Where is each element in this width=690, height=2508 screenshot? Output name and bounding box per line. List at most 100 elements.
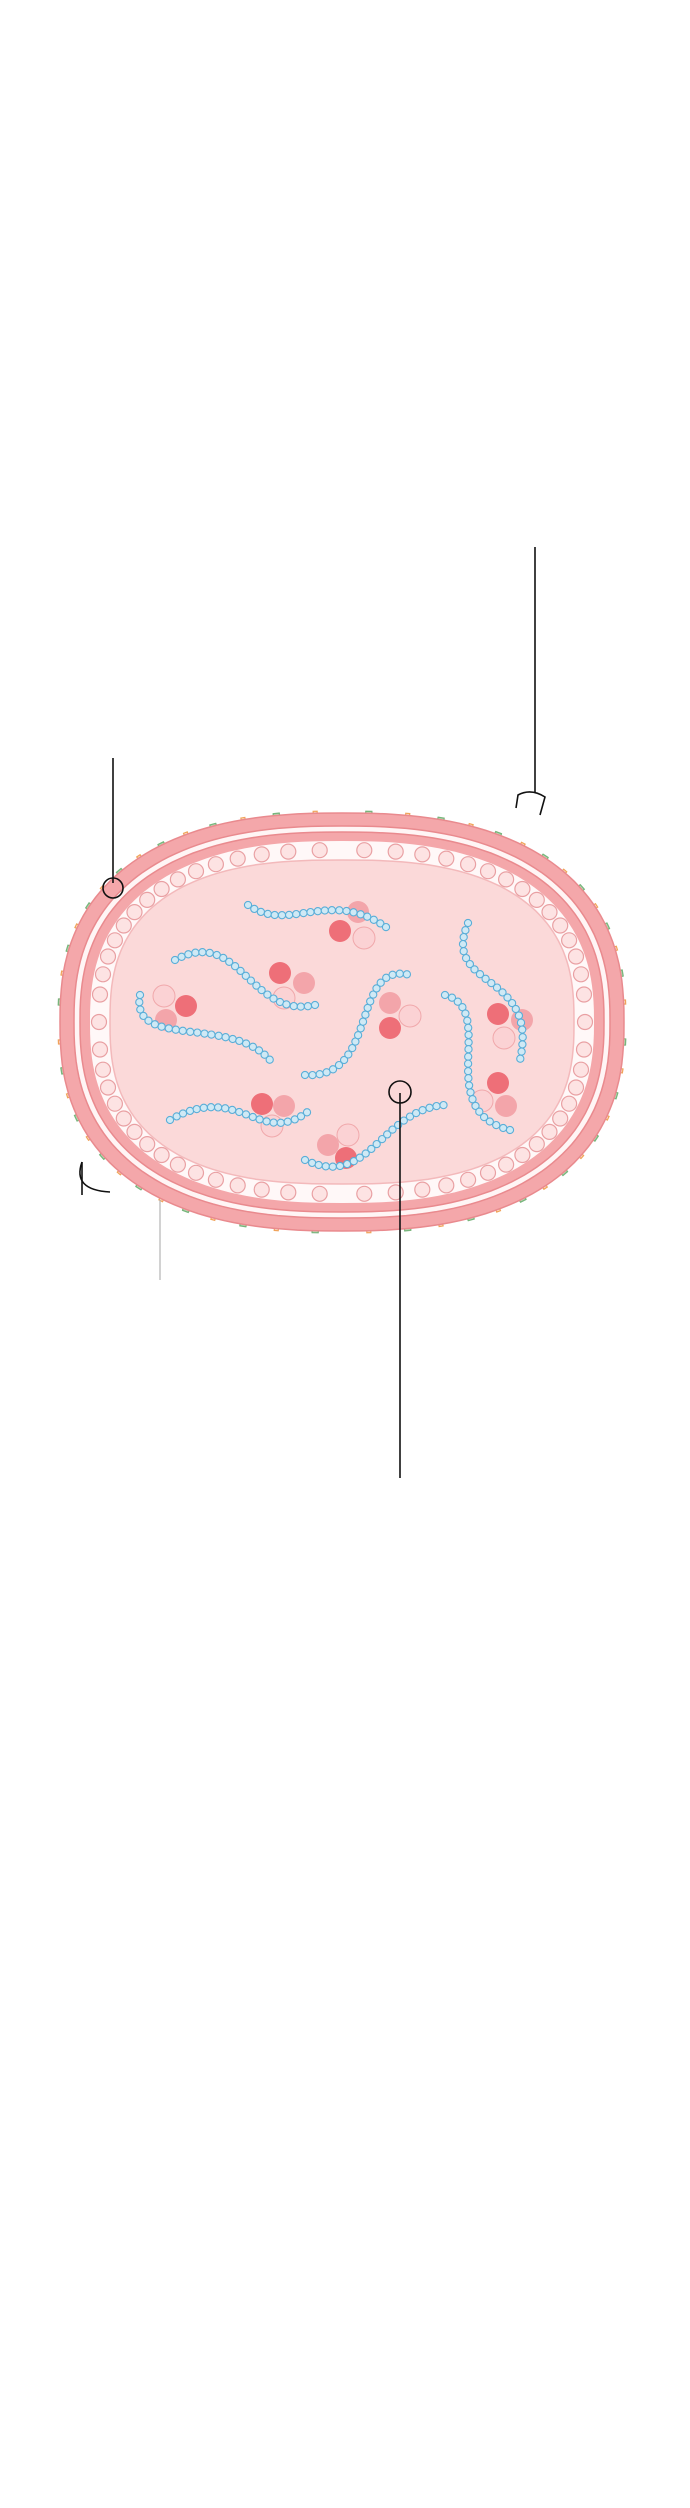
matrix-bead xyxy=(576,1013,594,1031)
rna-bead xyxy=(439,1100,448,1110)
matrix-bead xyxy=(126,1123,143,1141)
rna-bead xyxy=(170,955,180,965)
matrix-bead xyxy=(311,1185,328,1202)
interior-core xyxy=(109,859,575,1185)
rna-bead xyxy=(334,1060,344,1070)
rna-bead xyxy=(171,1025,180,1034)
matrix-bead xyxy=(169,871,186,888)
rna-bead xyxy=(479,1112,489,1122)
leader-hook-na xyxy=(515,791,546,816)
polymerase-subunit xyxy=(398,1004,422,1028)
matrix-bead xyxy=(567,948,585,965)
polymerase-subunit xyxy=(273,1095,295,1117)
rna-bead xyxy=(487,978,496,988)
rna-bead xyxy=(464,1038,473,1047)
rna-bead xyxy=(221,1104,230,1113)
polymerase-subunit xyxy=(293,972,315,994)
rna-bead xyxy=(381,922,391,932)
rna-bead xyxy=(192,1104,201,1114)
rna-bead xyxy=(463,1067,473,1076)
rna-bead xyxy=(507,998,517,1008)
matrix-bead xyxy=(541,1123,558,1141)
matrix-bead xyxy=(187,1164,205,1181)
rna-bead xyxy=(327,906,337,915)
rna-bead xyxy=(463,918,473,928)
rna-bead xyxy=(207,1030,216,1039)
rna-bead xyxy=(263,990,272,999)
rna-bead xyxy=(250,904,259,914)
matrix-bead xyxy=(560,932,578,949)
polymerase-subunit xyxy=(352,926,376,950)
rna-bead xyxy=(252,981,261,990)
polymerase-subunit xyxy=(317,1134,339,1156)
rna-bead xyxy=(289,1001,298,1011)
rna-bead xyxy=(395,969,404,978)
rna-bead xyxy=(475,970,485,979)
polymerase-subunit xyxy=(269,962,291,984)
matrix-bead xyxy=(253,1181,270,1198)
rna-bead xyxy=(184,950,193,959)
rna-bead xyxy=(464,1045,473,1054)
rna-bead xyxy=(518,1040,527,1049)
rna-bead xyxy=(157,1022,166,1031)
leader-ring-rnp xyxy=(388,1080,412,1104)
rna-bead xyxy=(191,948,200,957)
matrix-bead xyxy=(90,1013,108,1031)
matrix-bead xyxy=(356,842,373,859)
matrix-bead xyxy=(572,966,590,983)
rna-bead xyxy=(206,1103,216,1112)
matrix-bead xyxy=(552,917,569,934)
rna-bead xyxy=(269,994,278,1003)
rna-bead xyxy=(369,915,378,924)
rna-bead xyxy=(241,971,250,980)
rna-bead xyxy=(402,970,412,979)
matrix-bead xyxy=(387,843,404,860)
matrix-bead xyxy=(115,917,132,934)
matrix-bead xyxy=(528,891,545,909)
matrix-protein-beads xyxy=(90,842,594,1202)
rna-bead xyxy=(447,993,457,1002)
rna-bead xyxy=(518,1033,527,1042)
rna-bead xyxy=(292,909,301,919)
rna-bead xyxy=(308,1070,317,1080)
rna-bead xyxy=(348,1043,357,1053)
rna-bead xyxy=(144,1016,153,1025)
matrix-bead xyxy=(528,1135,545,1153)
matrix-bead xyxy=(153,880,170,898)
matrix-bead xyxy=(498,1156,515,1173)
rna-bead xyxy=(466,1088,475,1097)
rnp-coil xyxy=(170,948,320,1011)
matrix-bead xyxy=(356,1185,373,1202)
polymerase-complex xyxy=(379,992,422,1039)
rna-bead xyxy=(366,997,375,1006)
matrix-bead xyxy=(139,891,156,909)
matrix-bead xyxy=(514,1146,531,1164)
rna-bead xyxy=(335,1161,345,1171)
rna-bead xyxy=(516,1054,525,1063)
rna-bead xyxy=(425,1103,434,1112)
matrix-bead xyxy=(460,1171,477,1188)
rna-bead xyxy=(236,966,245,976)
polymerase-subunit xyxy=(379,1017,401,1039)
rna-bead xyxy=(296,1002,305,1011)
rna-bead xyxy=(246,976,256,985)
rna-bead xyxy=(257,985,266,995)
rna-bead xyxy=(185,1106,195,1116)
rna-bead xyxy=(178,1109,188,1118)
rna-bead xyxy=(349,908,358,917)
matrix-bead xyxy=(229,1177,246,1194)
rna-bead xyxy=(463,1059,473,1068)
matrix-bead xyxy=(94,966,112,983)
matrix-bead xyxy=(572,1061,590,1078)
matrix-bead xyxy=(414,1181,431,1198)
rna-bead xyxy=(300,1155,310,1165)
matrix-bead xyxy=(153,1146,170,1164)
rna-bead xyxy=(214,1031,223,1040)
rna-bead xyxy=(198,948,207,957)
rna-bead xyxy=(388,970,397,979)
rna-bead xyxy=(361,1149,370,1158)
rna-bead xyxy=(303,1002,313,1011)
rna-bead xyxy=(243,900,253,910)
rna-bead xyxy=(300,1070,310,1080)
rna-bead xyxy=(314,1160,323,1170)
